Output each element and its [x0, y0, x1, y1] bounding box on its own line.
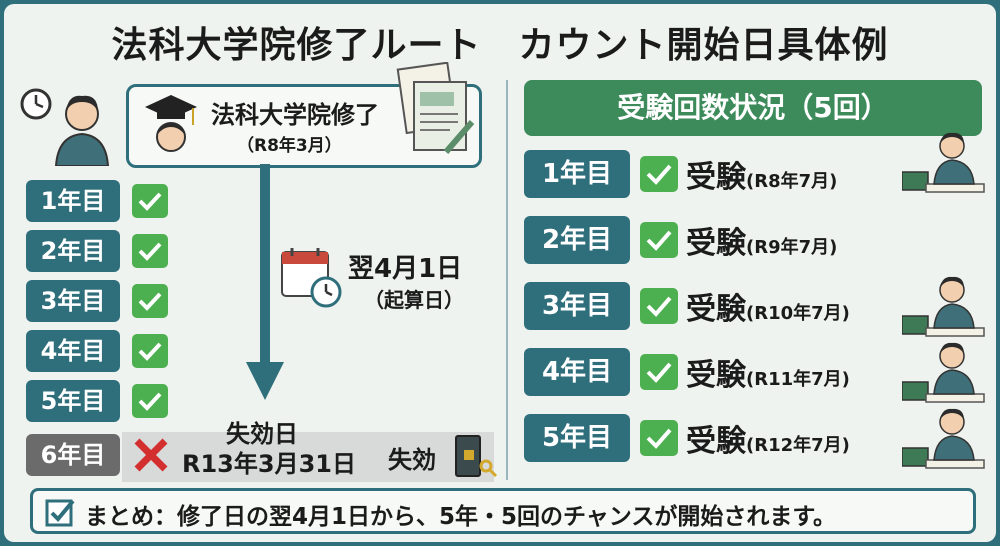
exam-word: 受験	[686, 424, 746, 459]
expiry-date: R13年3月31日	[182, 450, 356, 478]
exam-date: (R10年7月)	[746, 303, 850, 324]
summary-text: まとめ：修了日の翌4月1日から、5年・5回のチャンスが開始されます。	[85, 504, 837, 530]
exam-entry-4: 受験(R11年7月)	[686, 350, 850, 394]
check-icon	[640, 354, 678, 390]
page-title: 法科大学院修了ルート カウント開始日具体例	[111, 25, 889, 66]
lock-icon	[455, 435, 498, 478]
check-icon	[132, 334, 168, 368]
exam-date: (R8年7月)	[746, 171, 838, 192]
studying-student-icon	[902, 408, 985, 469]
graduation-title: 法科大学院修了	[211, 101, 379, 129]
exam-word: 受験	[686, 160, 746, 195]
exam-word: 受験	[686, 358, 746, 393]
exam-entry-2: 受験(R9年7月)	[686, 218, 837, 262]
check-icon	[640, 222, 678, 258]
exam-date: (R12年7月)	[746, 435, 850, 456]
checkbox-icon	[45, 499, 75, 527]
studying-student-icon	[902, 132, 985, 193]
start-date-note: （起算日）	[364, 288, 464, 312]
check-icon	[640, 420, 678, 456]
exam-year-1: 1年目	[524, 150, 630, 198]
expiry-bar	[122, 432, 494, 482]
studying-student-icon	[902, 276, 985, 337]
year-2-label: 2年目	[26, 230, 120, 272]
exam-entry-1: 受験(R8年7月)	[686, 152, 837, 196]
exam-year-2: 2年目	[524, 216, 630, 264]
exam-year-4: 4年目	[524, 348, 630, 396]
calendar-icon	[281, 248, 342, 308]
check-icon	[132, 384, 168, 418]
exam-date: (R11年7月)	[746, 369, 850, 390]
check-icon	[132, 284, 168, 318]
exam-entry-5: 受験(R12年7月)	[686, 416, 850, 460]
exam-word: 受験	[686, 292, 746, 327]
timeline-arrow	[246, 164, 284, 400]
expiry-word: 失効	[388, 446, 436, 474]
graduation-date: （R8年3月）	[237, 136, 342, 156]
year-1-label: 1年目	[26, 180, 120, 222]
graduation-cap-icon	[145, 95, 197, 152]
year-3-label: 3年目	[26, 280, 120, 322]
studying-student-icon	[902, 342, 985, 403]
exam-status-header: 受験回数状況（5回）	[524, 80, 982, 136]
exam-entry-3: 受験(R10年7月)	[686, 284, 850, 328]
start-date: 翌4月1日	[348, 254, 463, 284]
year-4-label: 4年目	[26, 330, 120, 372]
infographic-canvas: 法科大学院修了ルート カウント開始日具体例 法科大学院修了 （R8年3月）	[4, 4, 996, 542]
exam-year-3: 3年目	[524, 282, 630, 330]
year-5-label: 5年目	[26, 380, 120, 422]
documents-icon	[396, 62, 475, 154]
column-divider	[506, 80, 508, 480]
expiry-label: 失効日	[226, 420, 298, 448]
check-icon	[132, 184, 168, 218]
summary-footer: まとめ：修了日の翌4月1日から、5年・5回のチャンスが開始されます。	[30, 488, 976, 534]
check-icon	[640, 288, 678, 324]
exam-date: (R9年7月)	[746, 237, 838, 258]
check-icon	[640, 156, 678, 192]
year-6-label: 6年目	[26, 434, 120, 476]
check-icon	[132, 234, 168, 268]
exam-year-5: 5年目	[524, 414, 630, 462]
student-with-clock-icon	[20, 88, 110, 166]
cross-icon	[134, 438, 168, 472]
exam-word: 受験	[686, 226, 746, 261]
